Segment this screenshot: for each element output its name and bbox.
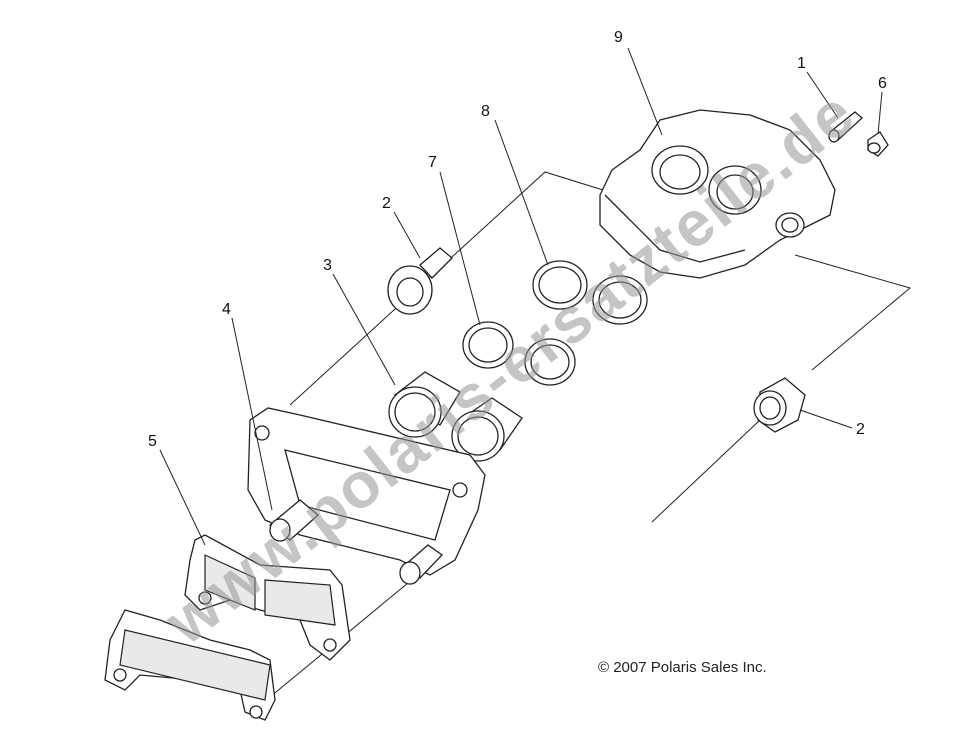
callout-numbers: 9 1 6 8 7 2 3 4 5 2 [148, 29, 887, 450]
callout-leaders [159, 47, 883, 546]
callout-6: 6 [878, 75, 887, 92]
callout-5: 5 [148, 433, 157, 450]
pistons-3 [388, 371, 523, 462]
callout-4: 4 [222, 301, 231, 318]
callout-9: 9 [614, 29, 623, 46]
bleeder-screw [828, 111, 863, 143]
copyright-notice: © 2007 Polaris Sales Inc. [598, 659, 767, 676]
caliper-body [599, 109, 836, 279]
pin-boot-lower [753, 377, 806, 433]
bleeder-cap [867, 131, 889, 157]
callout-3: 3 [323, 257, 332, 274]
callout-1: 1 [797, 55, 806, 72]
callout-2-lower: 2 [856, 421, 865, 438]
callout-7: 7 [428, 154, 437, 171]
dust-seals-7 [462, 321, 576, 386]
caliper-bracket [247, 407, 486, 585]
callout-8: 8 [481, 103, 490, 120]
pin-boot-upper [387, 247, 453, 315]
callout-2-upper: 2 [382, 195, 391, 212]
piston-seals-8 [532, 260, 648, 325]
brake-pads [104, 534, 351, 721]
